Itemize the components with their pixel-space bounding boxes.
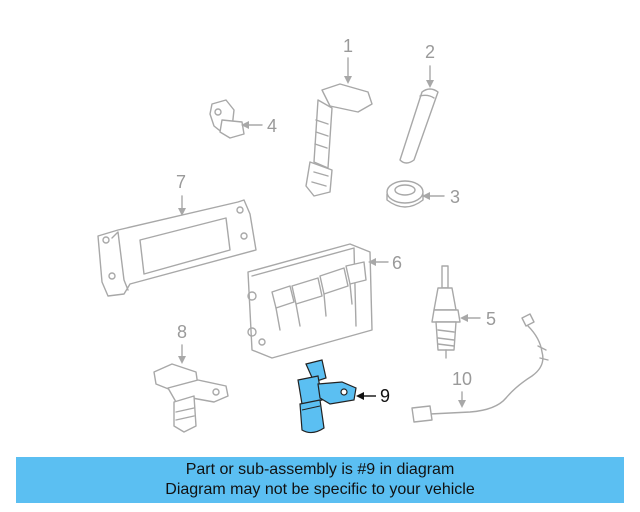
info-banner: Part or sub-assembly is #9 in diagram Di… [16,457,624,503]
callout-4: 4 [267,116,277,136]
banner-line-2: Diagram may not be specific to your vehi… [165,481,475,498]
callout-7: 7 [176,172,186,192]
callout-10: 10 [452,369,472,389]
part-9-crank-sensor[interactable]: 9 [297,359,390,434]
parts-diagram: 1 2 3 4 7 [97,36,549,434]
part-7-bracket[interactable]: 7 [97,172,257,297]
part-5-spark-plug[interactable]: 5 [431,265,496,359]
callout-9: 9 [380,386,390,406]
part-2-plug-boot[interactable]: 2 [399,42,439,164]
callout-1: 1 [343,36,353,56]
part-4-clip[interactable]: 4 [209,99,277,139]
part-6-control-module[interactable]: 6 [247,243,402,359]
callout-3: 3 [450,187,460,207]
part-8-sensor[interactable]: 8 [153,322,229,433]
part-3-seal[interactable]: 3 [386,180,460,208]
part-1-ignition-coil[interactable]: 1 [305,36,373,197]
part-10-wired-sensor[interactable]: 10 [411,313,549,423]
callout-6: 6 [392,253,402,273]
callout-8: 8 [177,322,187,342]
callout-5: 5 [486,309,496,329]
callout-2: 2 [425,42,435,62]
banner-line-1: Part or sub-assembly is #9 in diagram [185,461,455,478]
